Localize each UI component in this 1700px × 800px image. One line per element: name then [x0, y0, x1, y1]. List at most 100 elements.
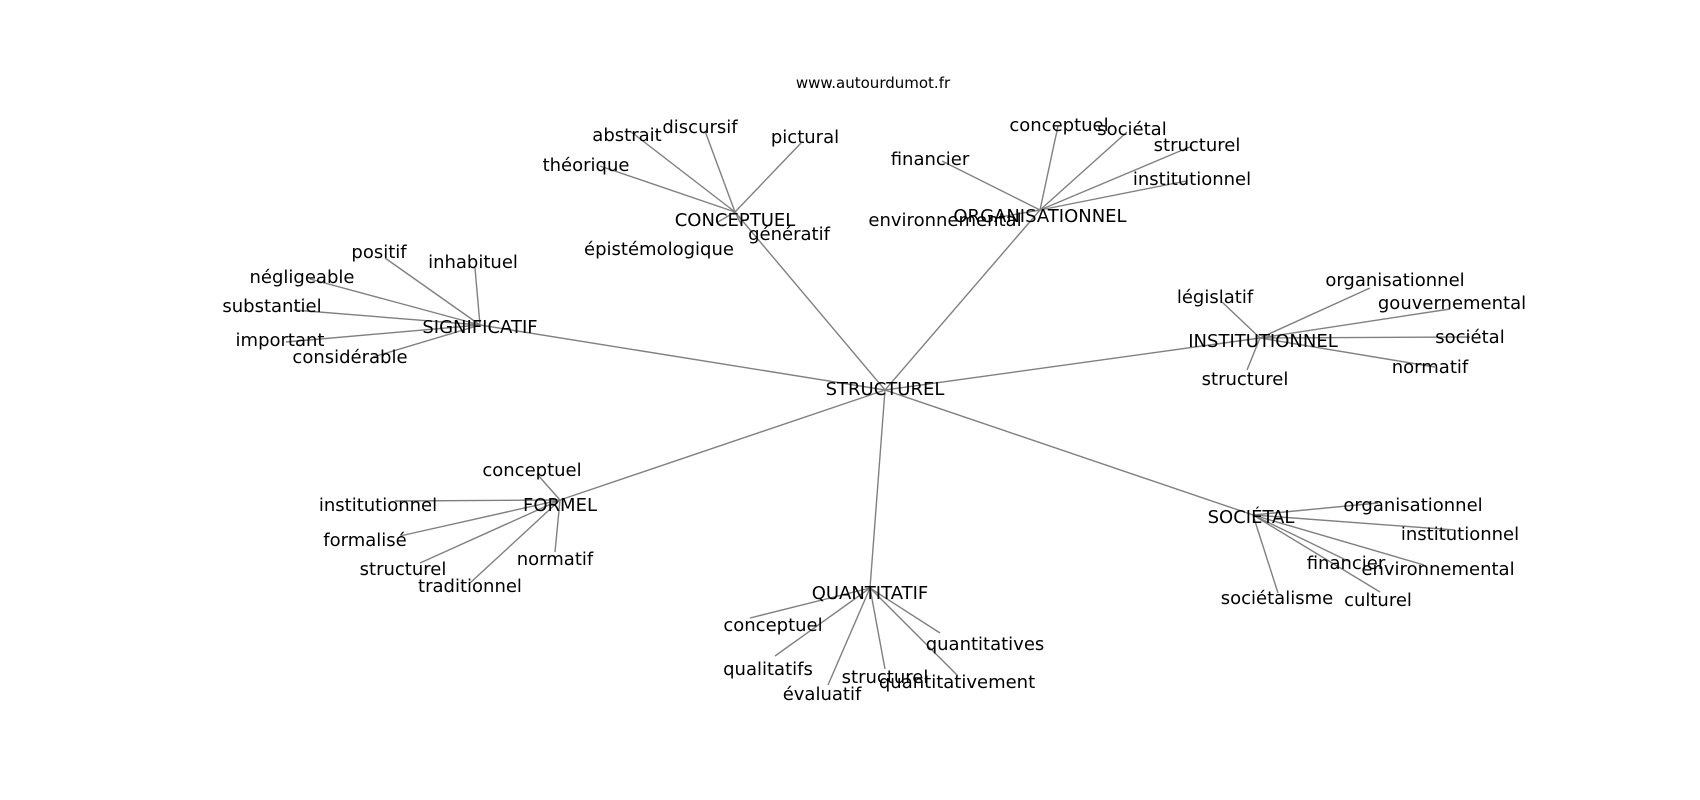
leaf-word-label: financier: [891, 149, 970, 170]
edge-cluster-to-leaf: [774, 587, 871, 657]
leaf-word-label: positif: [351, 242, 407, 263]
leaf-word-label: structurel: [1202, 369, 1289, 390]
edge-center-to-cluster: [734, 211, 886, 391]
leaf-word-label: conceptuel: [1009, 115, 1108, 136]
leaf-word-label: conceptuel: [723, 615, 822, 636]
edge-center-to-cluster: [884, 337, 1261, 391]
edge-cluster-to-leaf: [285, 324, 481, 343]
leaf-word-label: négligeable: [250, 267, 355, 288]
leaf-word-label: évaluatif: [783, 684, 862, 705]
edge-cluster-to-leaf: [869, 587, 941, 634]
leaf-word-label: inhabituel: [428, 252, 518, 273]
leaf-word-label: institutionnel: [1133, 169, 1251, 190]
leaf-word-label: traditionnel: [418, 576, 522, 597]
cluster-word-label: FORMEL: [523, 495, 597, 516]
edge-center-to-cluster: [869, 389, 886, 589]
cluster-word-label: QUANTITATIF: [812, 583, 929, 604]
leaf-word-label: financier: [1307, 553, 1386, 574]
leaf-word-label: culturel: [1344, 590, 1412, 611]
edge-cluster-to-leaf: [734, 142, 802, 213]
edge-cluster-to-leaf: [749, 587, 871, 619]
edge-cluster-to-leaf: [941, 160, 1041, 211]
edge-cluster-to-leaf: [1039, 145, 1193, 211]
edge-cluster-to-leaf: [554, 499, 561, 553]
cluster-word-label: CONCEPTUEL: [675, 210, 796, 231]
leaf-word-label: structurel: [1154, 135, 1241, 156]
edge-cluster-to-leaf: [704, 130, 736, 213]
leaf-word-label: structurel: [842, 667, 929, 688]
edge-cluster-to-leaf: [1039, 180, 1187, 211]
leaf-word-label: considérable: [292, 347, 407, 368]
leaf-word-label: formalisé: [323, 530, 406, 551]
edge-cluster-to-leaf: [1259, 287, 1371, 339]
edge-cluster-to-leaf: [1259, 308, 1451, 339]
edge-cluster-to-leaf: [1039, 125, 1059, 211]
leaf-word-label: organisationnel: [1325, 270, 1464, 291]
leaf-word-label: organisationnel: [1343, 495, 1482, 516]
edge-cluster-to-leaf: [717, 211, 736, 223]
edge-cluster-to-leaf: [474, 267, 481, 326]
edge-cluster-to-leaf: [394, 499, 561, 502]
leaf-word-label: pictural: [771, 127, 839, 148]
leaf-word-label: conceptuel: [482, 460, 581, 481]
cluster-word-label: SIGNIFICATIF: [422, 317, 537, 338]
edge-cluster-to-leaf: [599, 165, 736, 213]
edge-cluster-to-leaf: [1252, 514, 1456, 531]
leaf-word-label: environnemental: [1361, 559, 1514, 580]
edge-cluster-to-leaf: [734, 211, 743, 227]
edge-center-to-cluster: [884, 209, 1041, 391]
edge-cluster-to-leaf: [869, 587, 886, 670]
edge-cluster-to-leaf: [469, 499, 561, 584]
edge-cluster-to-leaf: [999, 209, 1041, 218]
leaf-word-label: génératif: [748, 224, 830, 245]
cluster-word-label: ORGANISATIONNEL: [953, 206, 1126, 227]
edge-cluster-to-leaf: [1221, 301, 1261, 339]
edge-cluster-to-leaf: [536, 473, 561, 501]
leaf-word-label: normatif: [1392, 357, 1469, 378]
edge-cluster-to-leaf: [1252, 514, 1425, 566]
leaf-word-label: normatif: [517, 549, 594, 570]
center-word-label: STRUCTUREL: [826, 379, 945, 400]
leaf-word-label: législatif: [1177, 287, 1254, 308]
edge-cluster-to-leaf: [1252, 502, 1379, 516]
leaf-word-label: important: [236, 330, 325, 351]
leaf-word-label: sociétalisme: [1221, 588, 1333, 609]
edge-center-to-cluster: [884, 389, 1254, 516]
edge-cluster-to-leaf: [1259, 336, 1471, 339]
edge-cluster-to-leaf: [1039, 131, 1128, 211]
leaf-word-label: substantiel: [222, 296, 321, 317]
edge-cluster-to-leaf: [1259, 337, 1436, 368]
leaf-word-label: qualitatifs: [723, 659, 813, 680]
cluster-word-label: INSTITUTIONNEL: [1188, 331, 1337, 352]
leaf-word-label: quantitativement: [879, 672, 1035, 693]
leaf-word-label: environnemental: [868, 210, 1021, 231]
edges: [285, 125, 1471, 686]
leaf-word-label: quantitatives: [926, 634, 1045, 655]
edge-cluster-to-leaf: [1252, 514, 1381, 593]
edge-cluster-to-leaf: [399, 499, 561, 537]
edge-center-to-cluster: [559, 389, 886, 501]
edge-cluster-to-leaf: [629, 130, 736, 213]
leaf-word-label: discursif: [662, 117, 738, 138]
edge-cluster-to-leaf: [309, 278, 481, 326]
edge-cluster-to-leaf: [419, 499, 561, 564]
edge-cluster-to-leaf: [384, 257, 481, 326]
leaf-word-label: institutionnel: [319, 495, 437, 516]
leaf-word-label: abstrait: [592, 125, 661, 146]
leaf-word-label: structurel: [360, 559, 447, 580]
cluster-word-label: SOCIÉTAL: [1208, 506, 1295, 528]
leaf-word-label: institutionnel: [1401, 524, 1519, 545]
edge-cluster-to-leaf: [869, 587, 959, 677]
edge-cluster-to-leaf: [1252, 514, 1349, 562]
leaf-word-label: gouvernemental: [1378, 293, 1526, 314]
leaf-word-label: sociétal: [1097, 119, 1166, 140]
edge-cluster-to-leaf: [827, 587, 871, 686]
leaf-word-label: sociétal: [1435, 327, 1504, 348]
edge-cluster-to-leaf: [372, 324, 481, 358]
edge-cluster-to-leaf: [1252, 514, 1279, 594]
leaf-word-label: théorique: [543, 155, 630, 176]
edge-cluster-to-leaf: [293, 309, 481, 326]
edge-center-to-cluster: [479, 324, 886, 391]
edge-cluster-to-leaf: [1246, 337, 1261, 371]
